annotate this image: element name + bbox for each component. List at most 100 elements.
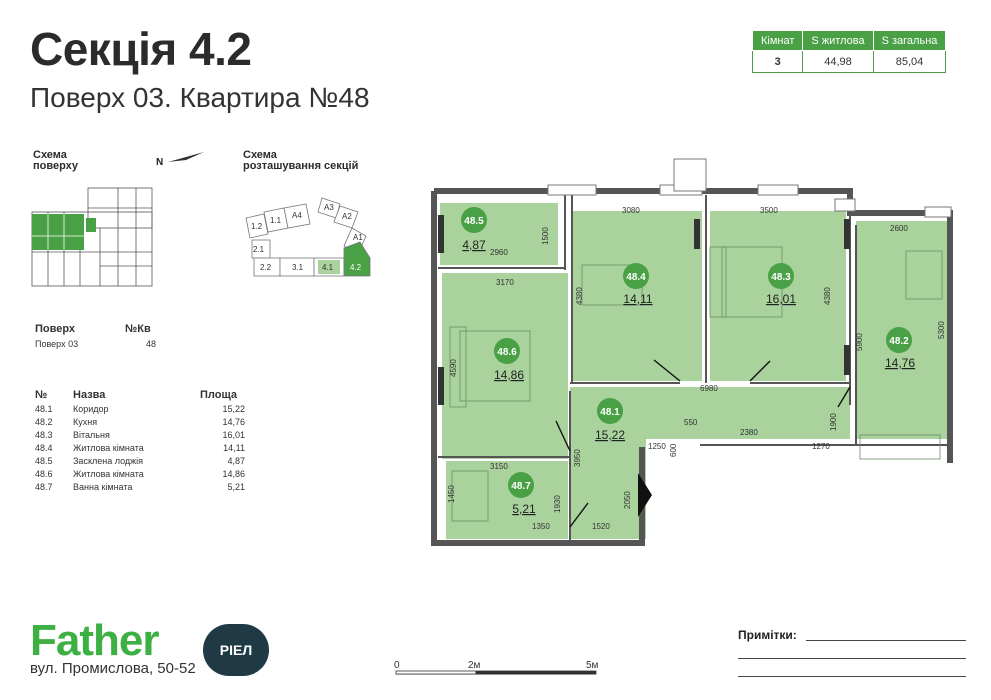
scale-label-0: 0 (394, 660, 400, 671)
dimension-label: 4590 (449, 359, 458, 377)
total-area-header: S загальна (872, 30, 947, 51)
room-row: 48.7 Ванна кімната 5,21 (35, 482, 245, 495)
room-badge-48-7: 48.7 (511, 481, 531, 492)
floor-scheme-map (28, 186, 158, 290)
dimension-label: 6980 (700, 384, 718, 393)
dimension-label: 5300 (937, 321, 946, 339)
room-id: 48.1 (35, 404, 53, 414)
dimension-label: 1520 (592, 522, 610, 531)
room-area-48-4: 14,11 (623, 292, 652, 306)
section-scheme-title-line1: Схема (243, 149, 277, 161)
room-id: 48.2 (35, 417, 53, 427)
dimension-label: 3500 (760, 206, 778, 215)
dimension-label: 550 (684, 418, 698, 427)
floor-scheme-title-line2: поверху (33, 160, 79, 172)
dimension-label: 1270 (812, 442, 830, 451)
dimension-label: 2380 (740, 428, 758, 437)
section-label-2-1: 2.1 (253, 245, 265, 254)
section-label-4-2: 4.2 (350, 263, 362, 272)
room-id: 48.7 (35, 482, 53, 492)
north-arrow-icon (168, 152, 204, 162)
room-area-48-3: 16,01 (766, 292, 796, 306)
apartment-number-value: 48 (146, 339, 157, 349)
room-area: 14,11 (223, 443, 245, 453)
room-area-48-2: 14,76 (885, 356, 915, 370)
room-name: Коридор (73, 404, 109, 414)
room-name: Кухня (73, 417, 98, 427)
room-id: 48.6 (35, 469, 53, 479)
floor-scheme-title: Схема поверху (33, 150, 78, 172)
room-name: Житлова кімната (73, 469, 144, 479)
room-area: 14,86 (222, 469, 245, 479)
dimension-label: 2600 (890, 224, 908, 233)
room-area-48-7: 5,21 (512, 502, 536, 516)
scale-label-5m: 5м (586, 660, 599, 671)
rooms-count-header: Кімнат (751, 30, 804, 51)
living-area-header: S житлова (802, 30, 874, 51)
apartment-summary-table: Кімнат S житлова S загальна 3 44,98 85,0… (751, 30, 947, 73)
room-area: 14,76 (222, 417, 245, 427)
section-label-4-1: 4.1 (322, 263, 334, 272)
notes-line (806, 640, 966, 641)
room-row: 48.5 Засклена лоджія 4,87 (35, 456, 245, 469)
dimension-label: 1500 (541, 227, 550, 245)
living-area-value: 44,98 (802, 50, 874, 73)
dimension-label: 3170 (496, 278, 514, 287)
room-row: 48.2 Кухня 14,76 (35, 417, 245, 430)
dimension-label: 4380 (823, 287, 832, 305)
room-area: 15,22 (222, 404, 245, 414)
apartment-number-label: №Кв (125, 323, 151, 335)
floor-apartment-subtitle: Поверх 03. Квартира №48 (30, 82, 370, 113)
section-label-1-2: 1.2 (251, 222, 263, 231)
dimension-label: 600 (669, 443, 678, 457)
room-badge-48-5: 48.5 (464, 216, 484, 227)
room-row: 48.4 Житлова кімната 14,11 (35, 443, 245, 456)
total-area-value: 85,04 (872, 50, 947, 73)
notes-label: Примітки: (738, 628, 797, 642)
room-row: 48.3 Вітальня 16,01 (35, 430, 245, 443)
room-badge-48-1: 48.1 (600, 407, 620, 418)
section-scheme-title-line2: розташування секцій (243, 160, 359, 172)
room-area: 4,87 (227, 456, 245, 466)
room-row: 48.1 Коридор 15,22 (35, 404, 245, 417)
room-row: 48.6 Житлова кімната 14,86 (35, 469, 245, 482)
section-label-3-1: 3.1 (292, 263, 304, 272)
north-label: N (156, 157, 164, 168)
floor-scheme-title-line1: Схема (33, 149, 67, 161)
dimension-label: 5900 (855, 333, 864, 351)
notes-line (738, 658, 966, 659)
room-badge-48-4: 48.4 (626, 272, 646, 283)
apartment-floor-plan: 48.5 48.4 48.3 48.2 48.6 48.1 48.7 4,87 … (431, 158, 953, 546)
dimension-label: 1900 (829, 413, 838, 431)
room-name: Засклена лоджія (73, 456, 144, 466)
section-label-a3: A3 (324, 203, 334, 212)
scale-label-2m: 2м (468, 660, 481, 671)
floor-label: Поверх (35, 323, 76, 335)
section-scheme-title: Схема розташування секцій (243, 150, 358, 172)
dimension-label: 2050 (623, 491, 632, 509)
brand-badge: РІЕЛ (203, 624, 269, 676)
dimension-label: 3950 (573, 449, 582, 467)
room-badge-48-2: 48.2 (889, 336, 909, 347)
address: вул. Промислова, 50-52 (30, 660, 196, 677)
room-badge-48-6: 48.6 (497, 347, 517, 358)
brand-logo: Father (30, 616, 159, 665)
room-area-48-1: 15,22 (595, 428, 625, 442)
room-badge-48-3: 48.3 (771, 272, 791, 283)
room-area: 5,21 (227, 482, 245, 492)
room-area: 16,01 (222, 430, 245, 440)
section-label-1-1: 1.1 (270, 216, 282, 225)
dimension-label: 4380 (575, 287, 584, 305)
dimension-label: 1930 (553, 495, 562, 513)
dimension-label: 1250 (648, 442, 666, 451)
dimension-label: 3150 (490, 462, 508, 471)
room-id: 48.4 (35, 443, 53, 453)
room-name-header: Назва (73, 389, 106, 401)
room-area-header: Площа (200, 389, 238, 401)
section-label-a4: A4 (292, 211, 302, 220)
notes-line (738, 676, 966, 677)
room-area-48-6: 14,86 (494, 368, 524, 382)
room-name: Ванна кімната (73, 482, 133, 492)
section-label-a1: A1 (353, 233, 363, 242)
dimension-label: 2960 (490, 248, 508, 257)
